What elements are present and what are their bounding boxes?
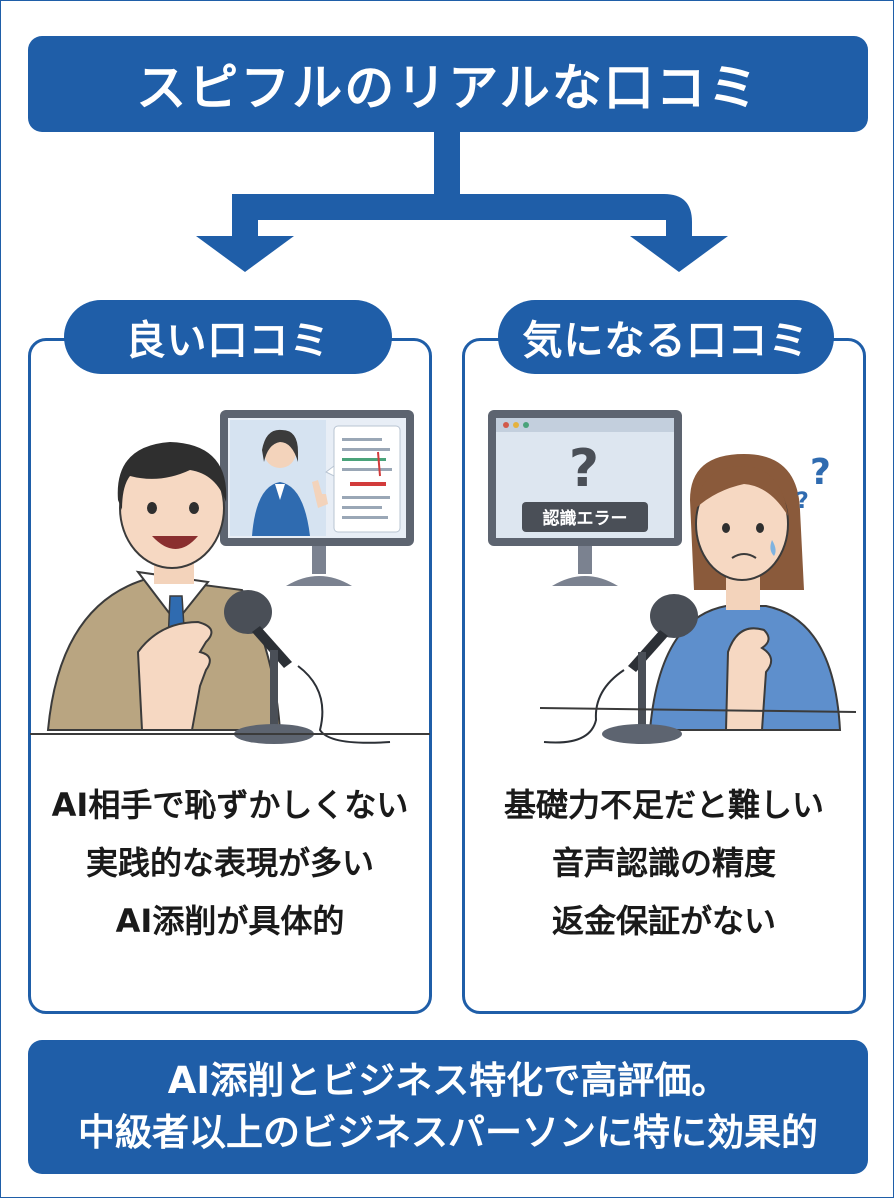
concern-review-illustration: ? 認識エラー ? ? bbox=[488, 410, 857, 744]
arrow-stem bbox=[434, 132, 460, 194]
summary-line-2: 中級者以上のビジネスパーソンに特に効果的 bbox=[78, 1111, 818, 1154]
good-point-1: AI相手で恥ずかしくない bbox=[51, 786, 409, 824]
concern-heading-text: 気になる口コミ bbox=[522, 318, 810, 364]
woman-figure: ? ? bbox=[648, 452, 842, 731]
summary-line-1: AI添削とビジネス特化で高評価。 bbox=[167, 1059, 729, 1102]
summary-banner: AI添削とビジネス特化で高評価。 中級者以上のビジネスパーソンに特に効果的 bbox=[28, 1040, 868, 1174]
monitor-icon: ? 認識エラー bbox=[488, 410, 682, 586]
concern-reviews-heading: 気になる口コミ bbox=[498, 300, 834, 374]
monitor-icon bbox=[220, 410, 414, 586]
desk-line bbox=[539, 707, 857, 713]
concern-point-1: 基礎力不足だと難しい bbox=[503, 786, 824, 824]
good-heading-text: 良い口コミ bbox=[125, 318, 331, 364]
arrow-branch bbox=[232, 194, 692, 240]
branch-arrows bbox=[196, 132, 728, 272]
arrow-right-head bbox=[630, 236, 728, 272]
good-review-illustration bbox=[30, 410, 430, 744]
good-points-list: AI相手で恥ずかしくない 実践的な表現が多い AI添削が具体的 bbox=[28, 776, 432, 950]
title-banner: スピフルのリアルな口コミ bbox=[28, 36, 868, 132]
concern-points-list: 基礎力不足だと難しい 音声認識の精度 返金保証がない bbox=[462, 776, 866, 950]
microphone-icon bbox=[543, 594, 698, 744]
page-title: スピフルのリアルな口コミ bbox=[136, 59, 760, 117]
concern-point-2: 音声認識の精度 bbox=[551, 844, 776, 882]
question-mark-icon: ? bbox=[796, 489, 809, 514]
man-figure bbox=[46, 442, 282, 731]
good-point-3: AI添削が具体的 bbox=[115, 902, 345, 940]
good-point-2: 実践的な表現が多い bbox=[85, 844, 374, 882]
good-reviews-heading: 良い口コミ bbox=[64, 300, 392, 374]
question-mark-icon: ? bbox=[569, 439, 599, 499]
concern-point-3: 返金保証がない bbox=[551, 902, 776, 940]
question-mark-icon: ? bbox=[810, 452, 831, 493]
screen-error-label: 認識エラー bbox=[543, 508, 628, 529]
arrow-left-head bbox=[196, 236, 294, 272]
